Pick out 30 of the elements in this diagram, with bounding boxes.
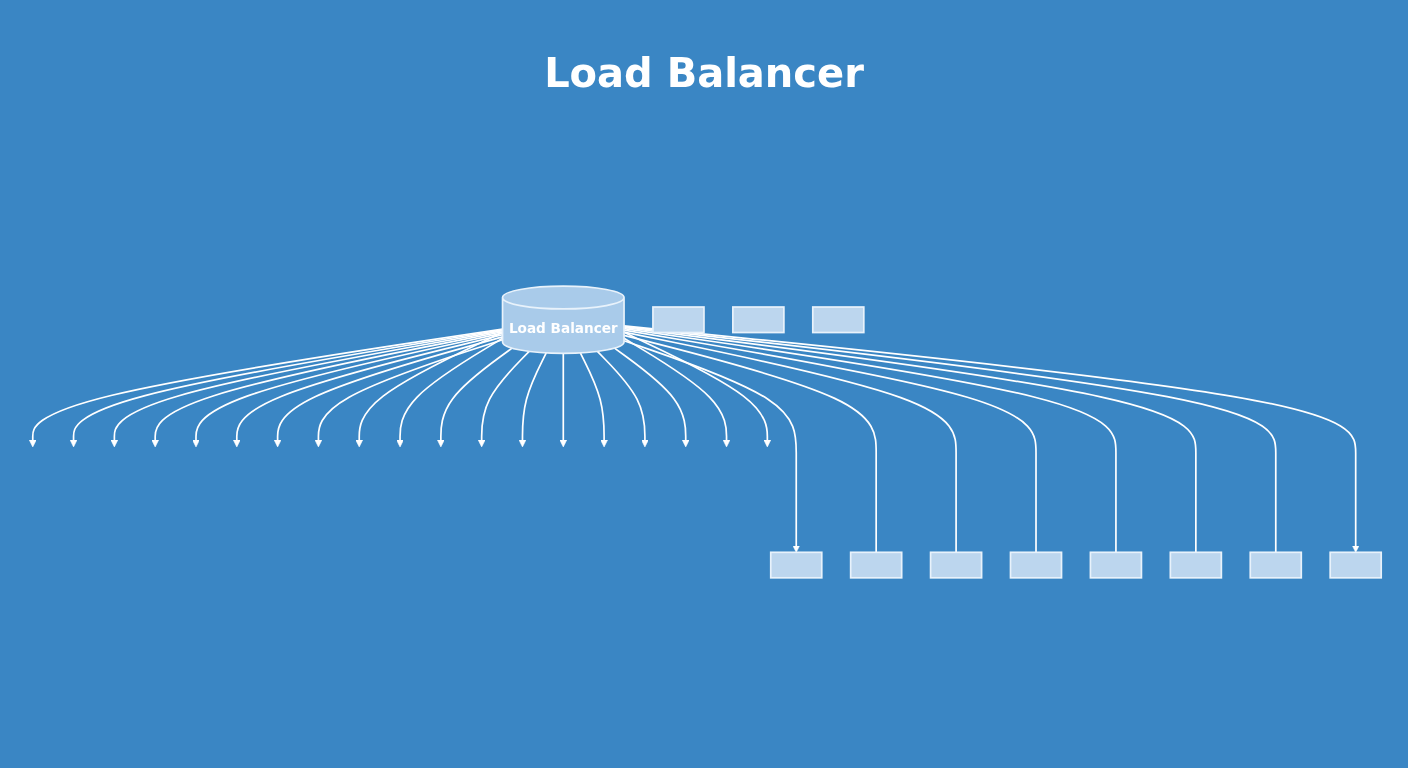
connector-line <box>623 329 1037 554</box>
diagram-title: Load Balancer <box>544 50 864 96</box>
server-box <box>1009 551 1063 579</box>
server-box <box>849 551 903 579</box>
arrow <box>613 347 690 448</box>
arrow <box>355 331 504 448</box>
arrow <box>623 337 731 448</box>
server-box <box>1169 551 1223 579</box>
server-box <box>1249 551 1303 579</box>
arrow <box>623 331 772 448</box>
arrow <box>396 337 504 448</box>
arrow <box>596 350 649 448</box>
arrow <box>518 352 548 448</box>
arrow <box>437 347 513 448</box>
arrow <box>314 338 504 448</box>
connector-line <box>623 331 957 554</box>
server-box <box>732 306 785 334</box>
server-box <box>652 306 705 334</box>
connector-line <box>623 334 877 554</box>
server-box <box>769 551 823 579</box>
server-box <box>811 306 865 334</box>
arrow <box>623 339 800 553</box>
arrow <box>477 350 530 448</box>
arrow <box>273 336 504 448</box>
server-box <box>929 551 983 579</box>
arrow <box>579 352 608 448</box>
server-box <box>1329 551 1383 579</box>
load-balancer-cylinder: Load Balancer <box>501 285 625 355</box>
server-box <box>1089 551 1143 579</box>
arrow <box>559 352 568 448</box>
